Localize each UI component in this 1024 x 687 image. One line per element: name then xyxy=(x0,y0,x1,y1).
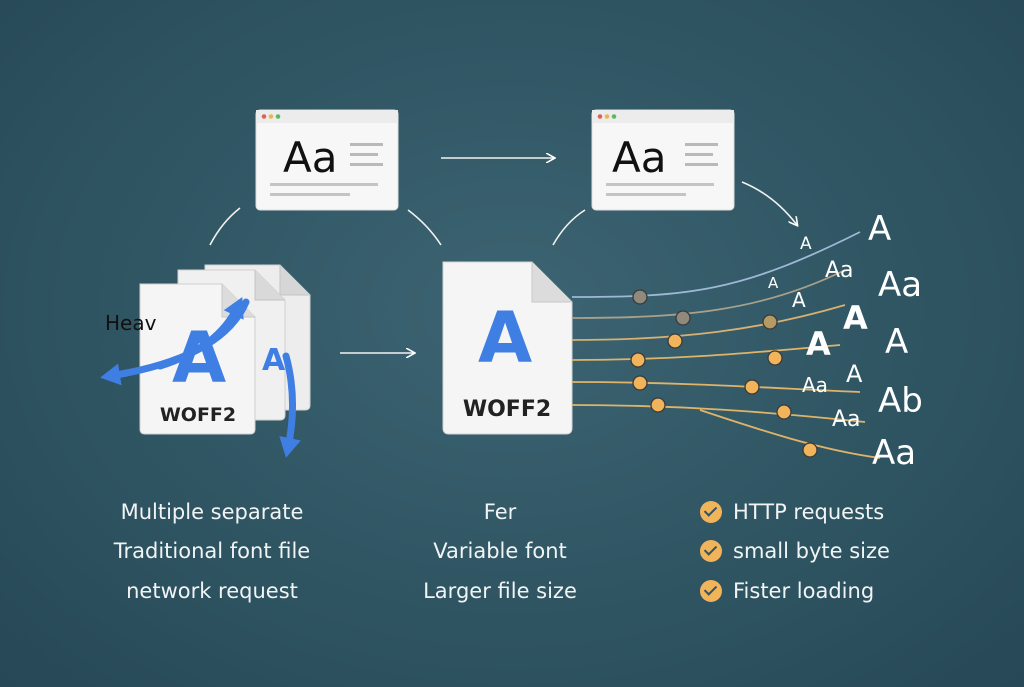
output-glyph: Aa xyxy=(872,433,917,473)
file-side-label: Heav xyxy=(105,311,157,335)
axis-line xyxy=(571,304,846,341)
file-stack-icon: A A WOFF2 Heav xyxy=(100,264,311,458)
window-sample-text: Aa xyxy=(612,133,666,182)
axis-dot xyxy=(802,442,818,458)
output-glyph: A xyxy=(868,209,892,249)
axis-line xyxy=(571,381,861,393)
axis-dots xyxy=(630,289,818,458)
output-glyph: A xyxy=(843,299,868,337)
svg-text:A: A xyxy=(262,343,286,378)
axis-line xyxy=(571,231,861,298)
arc-right-up xyxy=(552,209,586,246)
axis-dot xyxy=(667,333,683,349)
output-glyph: Aa xyxy=(832,407,861,432)
output-glyph: A xyxy=(792,288,806,312)
axis-line xyxy=(571,269,846,319)
connector-arrows xyxy=(209,158,797,353)
output-glyph: A xyxy=(806,325,831,363)
check-icon xyxy=(700,501,722,523)
caption-center-line3: Larger file size xyxy=(423,579,577,603)
axis-lines xyxy=(571,231,881,459)
output-glyph: A xyxy=(885,322,909,362)
output-glyph: A xyxy=(846,360,863,388)
arc-left-up xyxy=(209,207,241,246)
axis-dot xyxy=(762,314,778,330)
axis-line xyxy=(571,404,866,423)
output-glyph: Aa xyxy=(878,265,923,305)
output-glyph: Ab xyxy=(878,381,923,421)
output-glyph: A xyxy=(768,274,779,292)
axis-dot xyxy=(632,289,648,305)
check-icon xyxy=(700,540,722,562)
arc-left-down xyxy=(407,209,442,246)
browser-window-right: Aa xyxy=(591,109,735,211)
caption-center-line1: Fer xyxy=(483,500,517,524)
variable-font-file-icon: A WOFF2 xyxy=(442,261,573,435)
caption-right-line3: Fister loading xyxy=(733,579,875,603)
file-glyph: A xyxy=(478,297,532,379)
file-label: WOFF2 xyxy=(160,404,236,426)
axis-dot xyxy=(632,375,648,391)
axis-dot xyxy=(776,404,792,420)
output-glyph: Aa xyxy=(802,373,828,397)
axis-dot xyxy=(767,350,783,366)
axis-dot xyxy=(675,310,691,326)
blue-arrow-up-icon xyxy=(156,296,244,370)
file-label: WOFF2 xyxy=(463,397,551,422)
output-glyph: A xyxy=(800,234,812,254)
axis-line xyxy=(699,409,881,459)
output-glyph: Aa xyxy=(825,258,854,283)
caption-right-line2: small byte size xyxy=(733,539,890,563)
axis-line xyxy=(571,344,841,361)
window-sample-text: Aa xyxy=(283,133,337,182)
check-icon xyxy=(700,580,722,602)
caption-left-line1: Multiple separate xyxy=(120,500,304,524)
axis-dot xyxy=(650,397,666,413)
axis-dot xyxy=(630,352,646,368)
caption-left-line2: Traditional font file xyxy=(113,539,311,563)
caption-right-line1: HTTP requests xyxy=(733,500,885,524)
browser-window-left: Aa xyxy=(255,109,399,211)
caption-left-line3: network request xyxy=(126,579,298,603)
arrow-to-glyphs xyxy=(741,181,797,225)
axis-dot xyxy=(744,379,760,395)
blue-arrow-down-icon xyxy=(279,352,301,458)
caption-center-line2: Variable font xyxy=(433,539,567,563)
